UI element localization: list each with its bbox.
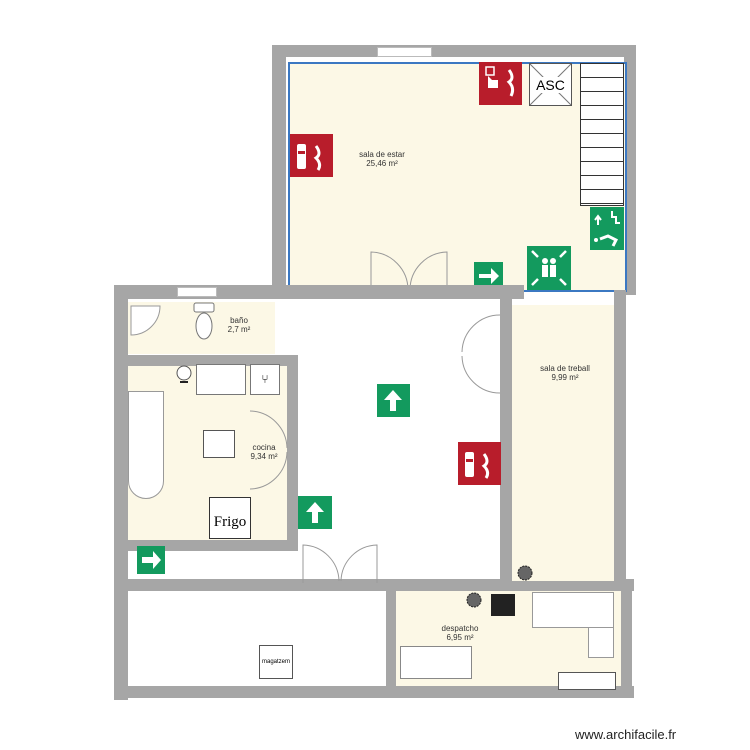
room-sala-de-treball[interactable] (512, 305, 614, 581)
exit-arrow-up-sign (377, 384, 410, 417)
wall-despatcho-right (621, 585, 632, 697)
stove (203, 430, 235, 458)
window-sala-top[interactable] (377, 47, 432, 57)
wall-bottom (114, 686, 634, 698)
fire-extinguisher-icon (465, 452, 490, 479)
room-sala-de-estar[interactable] (288, 62, 627, 292)
fire-alarm-icon (485, 66, 515, 97)
wall-treball-left (500, 290, 512, 590)
arrow-right-icon (479, 268, 499, 284)
sink (196, 364, 246, 395)
elevator: ASC (529, 63, 572, 106)
wall-left-outer (114, 285, 128, 700)
arrow-right-icon (142, 551, 161, 569)
door-treball[interactable] (460, 314, 502, 394)
fire-extinguisher-icon (297, 144, 322, 171)
assembly-point-sign (527, 246, 571, 290)
arrow-up-icon (306, 502, 324, 523)
bathtub (128, 391, 164, 499)
window-bano[interactable] (177, 287, 217, 297)
desk (532, 592, 614, 628)
printer (491, 594, 515, 616)
staircase (580, 63, 624, 206)
wall-sala-left (272, 45, 286, 295)
plant-icon (517, 565, 533, 581)
exit-arrow-up-sign-2 (298, 496, 332, 529)
watermark[interactable]: www.archifacile.fr (575, 727, 677, 742)
door-cocina[interactable] (248, 410, 288, 490)
lamp-icon (176, 365, 192, 383)
wall-cocina-bottom (114, 540, 298, 551)
plant-icon (466, 592, 482, 608)
wall-bano-bottom (114, 355, 296, 366)
shower-corner-icon (130, 305, 161, 336)
elevator-label: ASC (530, 77, 571, 93)
emergency-stairs-icon (594, 211, 620, 247)
wall-sala-right (624, 45, 636, 295)
fire-alarm-sign (479, 62, 522, 105)
wall-storage-right (386, 579, 396, 697)
arrow-up-icon (384, 390, 402, 411)
emergency-stairs-sign (590, 207, 624, 250)
door-sala-double[interactable] (370, 250, 448, 292)
wall-mid-top (114, 285, 524, 299)
fire-extinguisher-sign-hall (458, 442, 501, 485)
assembly-point-icon (531, 250, 567, 286)
door-hall-double[interactable] (302, 543, 378, 583)
wall-treball-right (614, 290, 626, 590)
toilet-icon (193, 302, 215, 340)
desk-return (588, 628, 614, 658)
wall-sala-top (277, 45, 635, 57)
sofa (400, 646, 472, 679)
dishwasher: ⑂ (250, 364, 280, 395)
wall-cocina-right (287, 355, 298, 545)
storage-label: magatzem (261, 659, 290, 665)
exit-arrow-right-sign-2 (137, 546, 165, 574)
fridge: Frigo (209, 497, 251, 539)
cabinet (558, 672, 616, 690)
storage-box: magatzem (259, 645, 293, 679)
fridge-label: Frigo (213, 514, 247, 530)
fire-extinguisher-sign (290, 134, 333, 177)
